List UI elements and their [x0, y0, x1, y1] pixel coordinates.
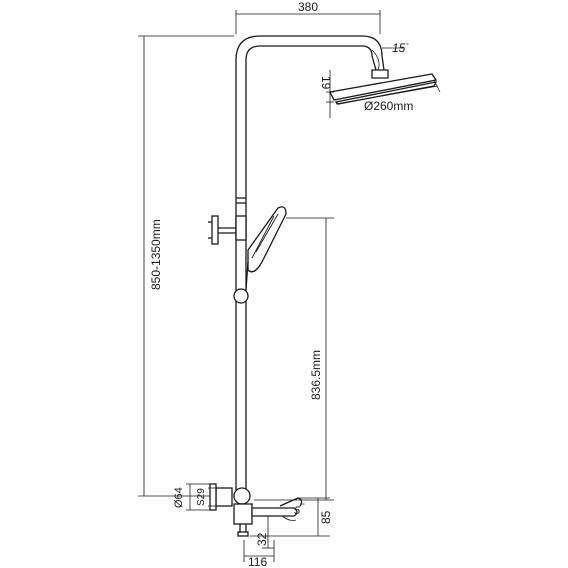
- spout-reach-dimension: [243, 540, 275, 562]
- hand-shower: [245, 206, 287, 291]
- head-tilt-dimension: 15 °: [371, 41, 409, 71]
- head-tilt-unit: °: [406, 42, 409, 50]
- total-height-dimension: [138, 35, 234, 497]
- total-height-label: 850-1350mm: [149, 219, 163, 290]
- head-diameter-label: Ø260mm: [364, 99, 413, 113]
- handset-height-label: 836.5mm: [309, 350, 323, 400]
- spout-angle-unit: °: [302, 502, 305, 510]
- spout-angle-dimension: [281, 515, 297, 521]
- shower-head: [329, 69, 438, 105]
- arm-width-label: 380: [298, 0, 318, 14]
- inlet-thread-label: S29: [196, 488, 207, 506]
- spout-height-dimension: [250, 497, 330, 537]
- inlet-dimension: [186, 483, 216, 511]
- head-thickness-label: 19: [319, 76, 333, 90]
- mixer-valve: [209, 483, 303, 537]
- shower-rail: [235, 35, 385, 490]
- spout-drop-dimension: [262, 515, 274, 549]
- spout-angle-label: 5: [294, 505, 301, 517]
- arm-width-dimension: [235, 10, 381, 34]
- head-diameter-dimension: [335, 79, 441, 105]
- spout-drop-label: 32: [255, 532, 269, 546]
- handset-holder: [208, 215, 247, 245]
- rail-connector: [233, 288, 249, 304]
- spout-height-label: 85: [319, 510, 333, 524]
- inlet-diameter-label: Ø64: [173, 487, 185, 508]
- spout-reach-label: 116: [248, 555, 267, 568]
- head-tilt-label: 15: [392, 41, 406, 55]
- head-thickness-dimension: [326, 70, 334, 118]
